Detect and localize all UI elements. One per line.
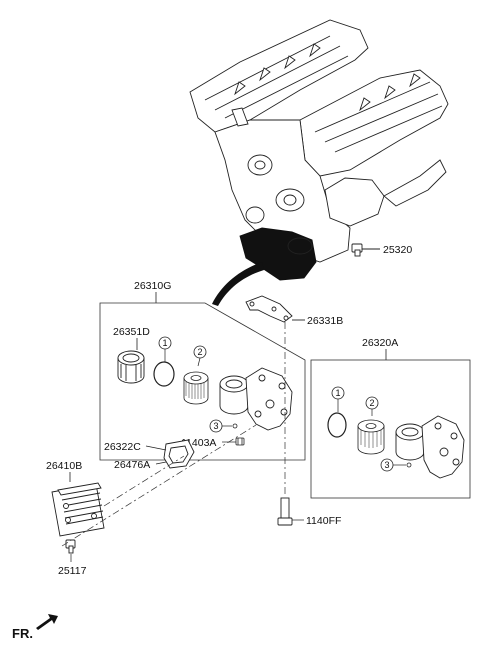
pointer-arrow <box>212 262 264 306</box>
label-25117: 25117 <box>58 565 87 577</box>
callout-2-right: 2 <box>365 396 379 416</box>
o-ring-left <box>153 361 175 387</box>
assembly-box-26320A <box>310 359 471 499</box>
filter-element-right <box>357 419 385 455</box>
engine-block <box>189 19 449 281</box>
oil-filter-housing-right <box>395 415 465 479</box>
front-arrow-icon <box>36 614 58 630</box>
label-26476A: 26476A <box>114 459 150 471</box>
svg-text:2: 2 <box>197 347 202 357</box>
assembly-box-26310G <box>99 302 306 461</box>
svg-text:1: 1 <box>335 388 340 398</box>
callout-1-left: 1 <box>158 336 172 362</box>
part-26410B-oil-cooler <box>51 482 105 537</box>
label-25320: 25320 <box>383 244 412 256</box>
callout-3-left: 3 <box>209 419 232 433</box>
label-26310G: 26310G <box>134 280 171 292</box>
label-1140FF: 1140FF <box>306 515 341 527</box>
label-26322C: 26322C <box>104 441 141 453</box>
svg-text:1: 1 <box>162 338 167 348</box>
callout-1-right: 1 <box>331 386 345 412</box>
label-26331B: 26331B <box>307 315 343 327</box>
label-26410B: 26410B <box>46 460 82 472</box>
filter-element-left <box>183 371 209 405</box>
label-26320A: 26320A <box>362 337 398 349</box>
assembly-lines <box>61 322 286 547</box>
part-1140FF-bolt <box>277 497 293 526</box>
part-26476A-gasket <box>163 439 195 469</box>
front-direction-label: FR. <box>12 626 33 641</box>
oil-filter-housing-left <box>219 367 293 431</box>
callout-3-right: 3 <box>380 458 406 472</box>
part-26351D-cap <box>117 350 145 384</box>
svg-text:2: 2 <box>369 398 374 408</box>
label-26351D: 26351D <box>113 326 150 338</box>
part-25320-bolt <box>351 243 380 257</box>
part-11403A-plug <box>235 437 245 446</box>
part-26331B-gasket <box>245 295 305 323</box>
o-ring-right <box>327 412 347 438</box>
svg-text:3: 3 <box>213 421 218 431</box>
callout-2-left: 2 <box>193 345 207 367</box>
svg-text:3: 3 <box>384 460 389 470</box>
part-25117-bolt <box>65 539 76 554</box>
